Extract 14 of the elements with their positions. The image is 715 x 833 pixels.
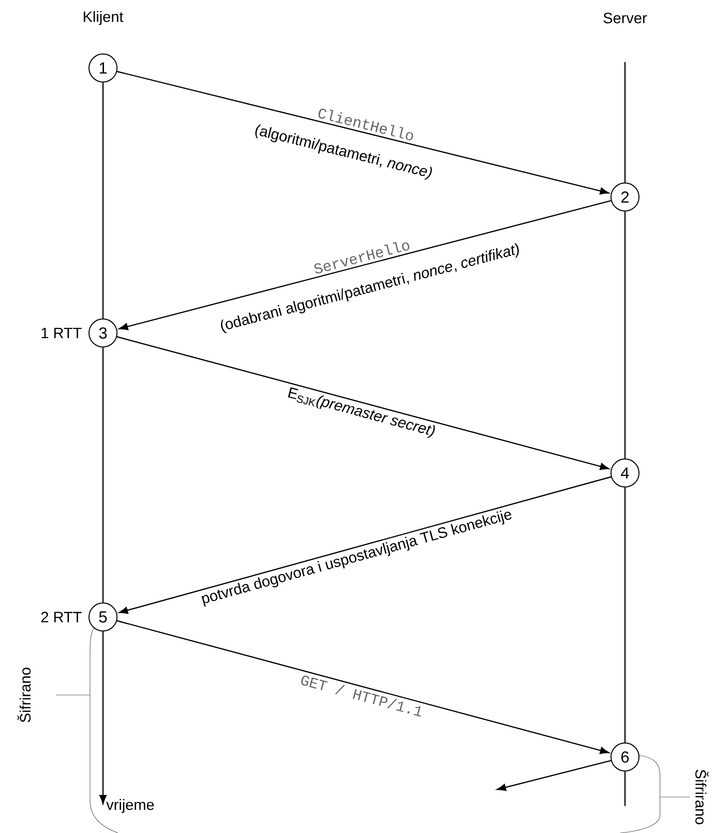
arrow: [118, 476, 612, 614]
bracket-label: Šifrirano: [695, 770, 709, 824]
column-heading: Server: [604, 12, 647, 24]
rtt-label: 1 RTT: [42, 328, 82, 338]
arrow: [116, 620, 610, 754]
column-heading: Klijent: [84, 11, 124, 25]
rtt-label: 2 RTT: [41, 612, 82, 622]
arrow: [118, 200, 612, 330]
edge-label: vrijeme: [106, 799, 154, 813]
arrow: [496, 760, 612, 791]
arrow: [116, 70, 610, 195]
bracket-label: Šifrirano: [17, 668, 31, 722]
arrow: [99, 632, 107, 804]
arrow: [116, 336, 610, 470]
